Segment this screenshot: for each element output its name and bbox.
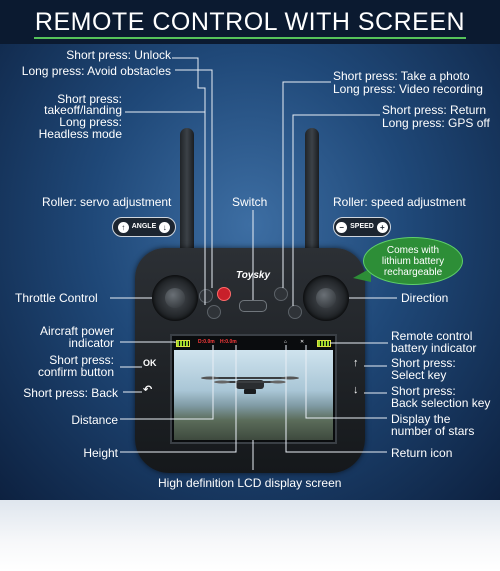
drone-image	[201, 376, 299, 394]
return-gps-button[interactable]	[288, 305, 302, 319]
return-home-icon: ⌂	[284, 339, 288, 345]
label-take-photo: Short press: Take a photo	[333, 69, 470, 83]
label-gps-off: Long press: GPS off	[382, 116, 490, 130]
unlock-button[interactable]	[199, 289, 213, 303]
label-aircraft-power-2: indicator	[68, 336, 114, 350]
label-height: Height	[83, 446, 118, 460]
label-avoid-obstacles: Long press: Avoid obstacles	[21, 64, 171, 78]
photo-video-button[interactable]	[274, 287, 288, 301]
label-throttle-control: Throttle Control	[15, 291, 98, 305]
speed-label: SPEED	[350, 223, 374, 230]
bubble-line-2: lithium battery	[381, 255, 445, 267]
left-antenna	[180, 128, 194, 253]
label-stars-1: Display the	[391, 412, 451, 426]
aircraft-battery-icon	[176, 340, 190, 347]
label-confirm-1: Short press:	[49, 353, 114, 367]
label-takeoff-2: takeoff/landing	[44, 103, 122, 117]
label-remote-battery-2: battery indicator	[391, 341, 477, 355]
label-confirm-2: confirm button	[37, 365, 114, 379]
label-headless-1: Long press:	[59, 115, 122, 129]
osd-distance: D:0.0m	[198, 339, 215, 345]
bubble-tail	[353, 268, 371, 282]
title-underline	[34, 37, 466, 39]
label-stars-2: number of stars	[391, 424, 475, 438]
label-back: Short press: Back	[23, 386, 118, 400]
headless-button[interactable]	[207, 305, 221, 319]
takeoff-landing-button[interactable]	[217, 287, 231, 301]
arrow-up-icon: ↑	[117, 221, 129, 233]
back-key[interactable]: ↶	[143, 384, 153, 396]
down-select-key[interactable]: ↓	[353, 384, 359, 396]
osd-height: H:0.0m	[220, 339, 237, 345]
label-lcd-screen: High definition LCD display screen	[158, 476, 342, 490]
page-title: REMOTE CONTROL WITH SCREEN	[34, 8, 466, 36]
label-unlock: Short press: Unlock	[66, 48, 171, 62]
angle-label: ANGLE	[131, 223, 157, 230]
minus-icon: −	[336, 221, 348, 233]
plus-icon: +	[376, 221, 388, 233]
leader-lines	[110, 57, 397, 470]
up-select-key[interactable]: ↑	[353, 357, 359, 369]
title-bar	[0, 0, 500, 44]
label-switch: Switch	[232, 195, 268, 209]
label-return: Short press: Return	[382, 103, 487, 117]
reflection-strip	[0, 500, 500, 571]
label-back-selection-1: Short press:	[391, 384, 456, 398]
label-aircraft-power-1: Aircraft power	[39, 324, 114, 338]
label-remote-battery-1: Remote control	[391, 329, 473, 343]
bubble-line-1: Comes with	[386, 244, 440, 256]
bubble-line-3: rechargeable	[383, 266, 443, 278]
label-direction: Direction	[401, 291, 449, 305]
speed-roller-pill[interactable]: − SPEED +	[333, 217, 391, 237]
left-joystick[interactable]	[152, 275, 198, 321]
label-servo-adjustment: Roller: servo adjustment	[42, 195, 172, 209]
label-distance: Distance	[71, 413, 118, 427]
label-takeoff-1: Short press:	[57, 92, 122, 106]
right-antenna	[305, 128, 319, 253]
ok-key[interactable]: OK	[143, 358, 157, 368]
power-switch[interactable]	[239, 300, 267, 312]
label-headless-2: Headless mode	[38, 127, 122, 141]
label-video-recording: Long press: Video recording	[333, 82, 483, 96]
label-select-1: Short press:	[391, 356, 456, 370]
arrow-down-icon: ↓	[159, 221, 171, 233]
label-back-selection-2: Back selection key	[391, 396, 491, 410]
label-select-2: Select key	[391, 368, 447, 382]
right-joystick[interactable]	[303, 275, 349, 321]
satellite-icon: ✕	[300, 339, 305, 345]
infographic-panel: REMOTE CONTROL WITH SCREEN Toysky ↑ ANGL…	[0, 0, 500, 500]
label-speed-adjustment: Roller: speed adjustment	[333, 195, 466, 209]
angle-roller-pill[interactable]: ↑ ANGLE ↓	[112, 217, 176, 237]
battery-bubble: Comes with lithium battery rechargeable	[363, 237, 463, 285]
label-return-icon: Return icon	[391, 446, 453, 460]
